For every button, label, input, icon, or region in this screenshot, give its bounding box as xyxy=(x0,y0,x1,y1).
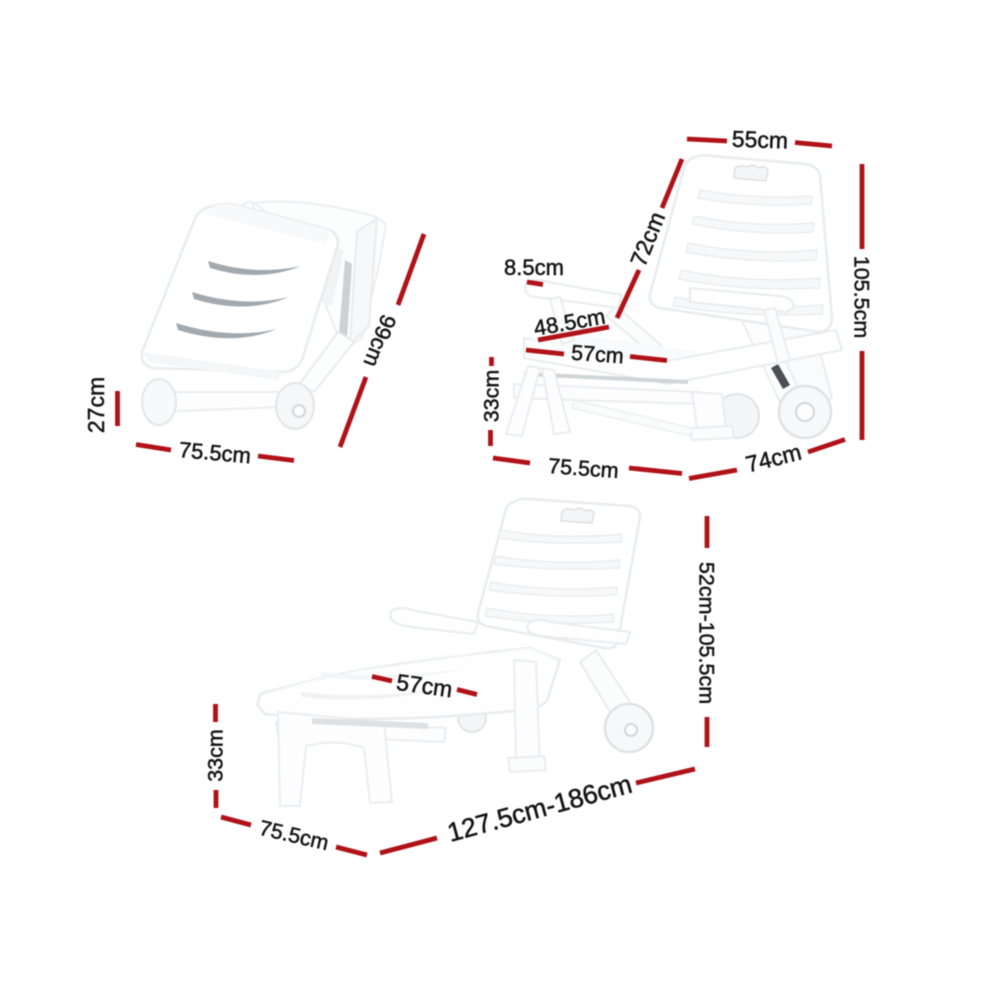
svg-text:75.5cm: 75.5cm xyxy=(547,454,619,483)
svg-text:57cm: 57cm xyxy=(570,341,624,369)
svg-text:55cm: 55cm xyxy=(731,126,788,154)
svg-text:75.5cm: 75.5cm xyxy=(178,437,252,468)
svg-text:52cm-105.5cm: 52cm-105.5cm xyxy=(694,562,718,704)
svg-text:127.5cm-186cm: 127.5cm-186cm xyxy=(444,769,635,848)
svg-text:74cm: 74cm xyxy=(743,439,804,478)
svg-text:33cm: 33cm xyxy=(480,370,504,423)
svg-text:8.5cm: 8.5cm xyxy=(504,255,564,280)
svg-text:27cm: 27cm xyxy=(83,377,109,433)
svg-text:75.5cm: 75.5cm xyxy=(257,816,331,855)
svg-text:105.5cm: 105.5cm xyxy=(849,256,873,338)
svg-text:33cm: 33cm xyxy=(204,729,228,782)
